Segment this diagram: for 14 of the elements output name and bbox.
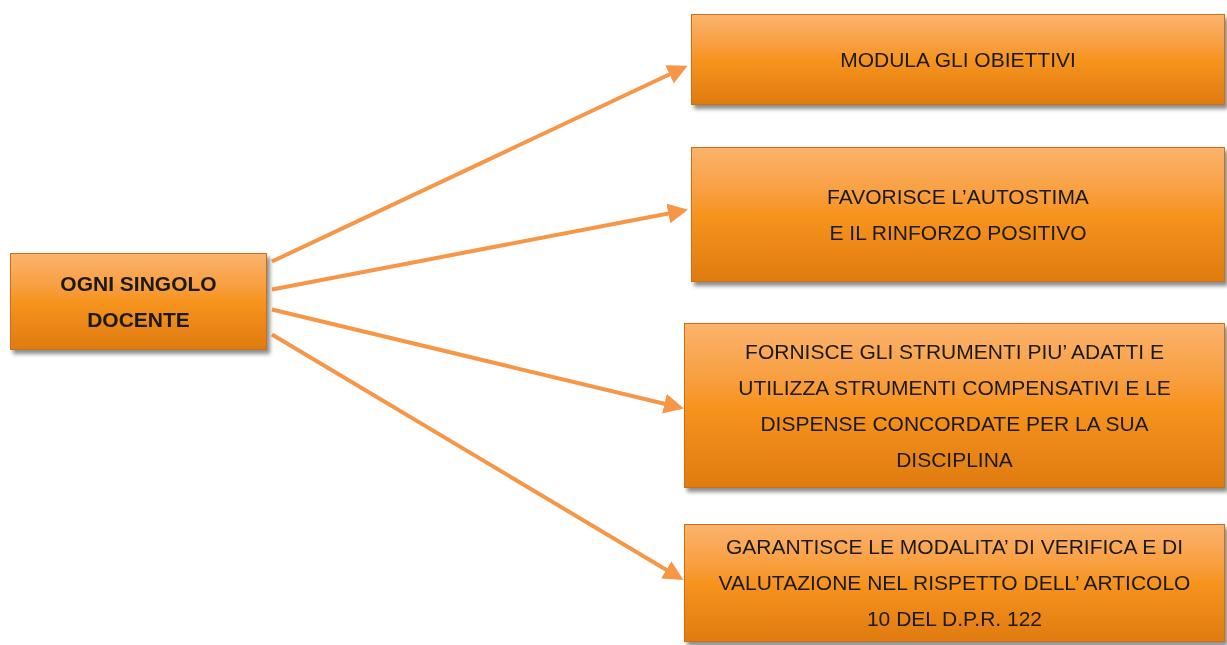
process-box <box>10 253 267 350</box>
process-box <box>691 147 1225 282</box>
arrow <box>271 65 688 264</box>
arrow <box>271 203 688 292</box>
arrow <box>271 307 684 414</box>
box-text: MODULA GLI OBIETTIVI <box>840 46 1076 73</box>
box-text: FAVORISCE L’AUTOSTIMA E IL RINFORZO POSITIVO <box>827 183 1089 246</box>
box-text: FORNISCE GLI STRUMENTI PIU’ ADATTI E UTILIZZA STRUMENTI COMPENSATIVI E LE DISPENSE CONCORDATE PER LA SUA DISCIPLINA <box>737 338 1172 473</box>
box-text: GARANTISCE LE MODALITA’ DI VERIFICA E DI VALUTAZIONE NEL RISPETTO DELL’ ARTICOLO 10 DEL D.P.R. 122 <box>717 534 1192 632</box>
arrow <box>270 332 684 581</box>
process-box <box>684 323 1225 488</box>
box-text: OGNI SINGOLO DOCENTE <box>59 270 218 333</box>
process-box <box>691 14 1225 105</box>
process-box <box>684 524 1225 642</box>
